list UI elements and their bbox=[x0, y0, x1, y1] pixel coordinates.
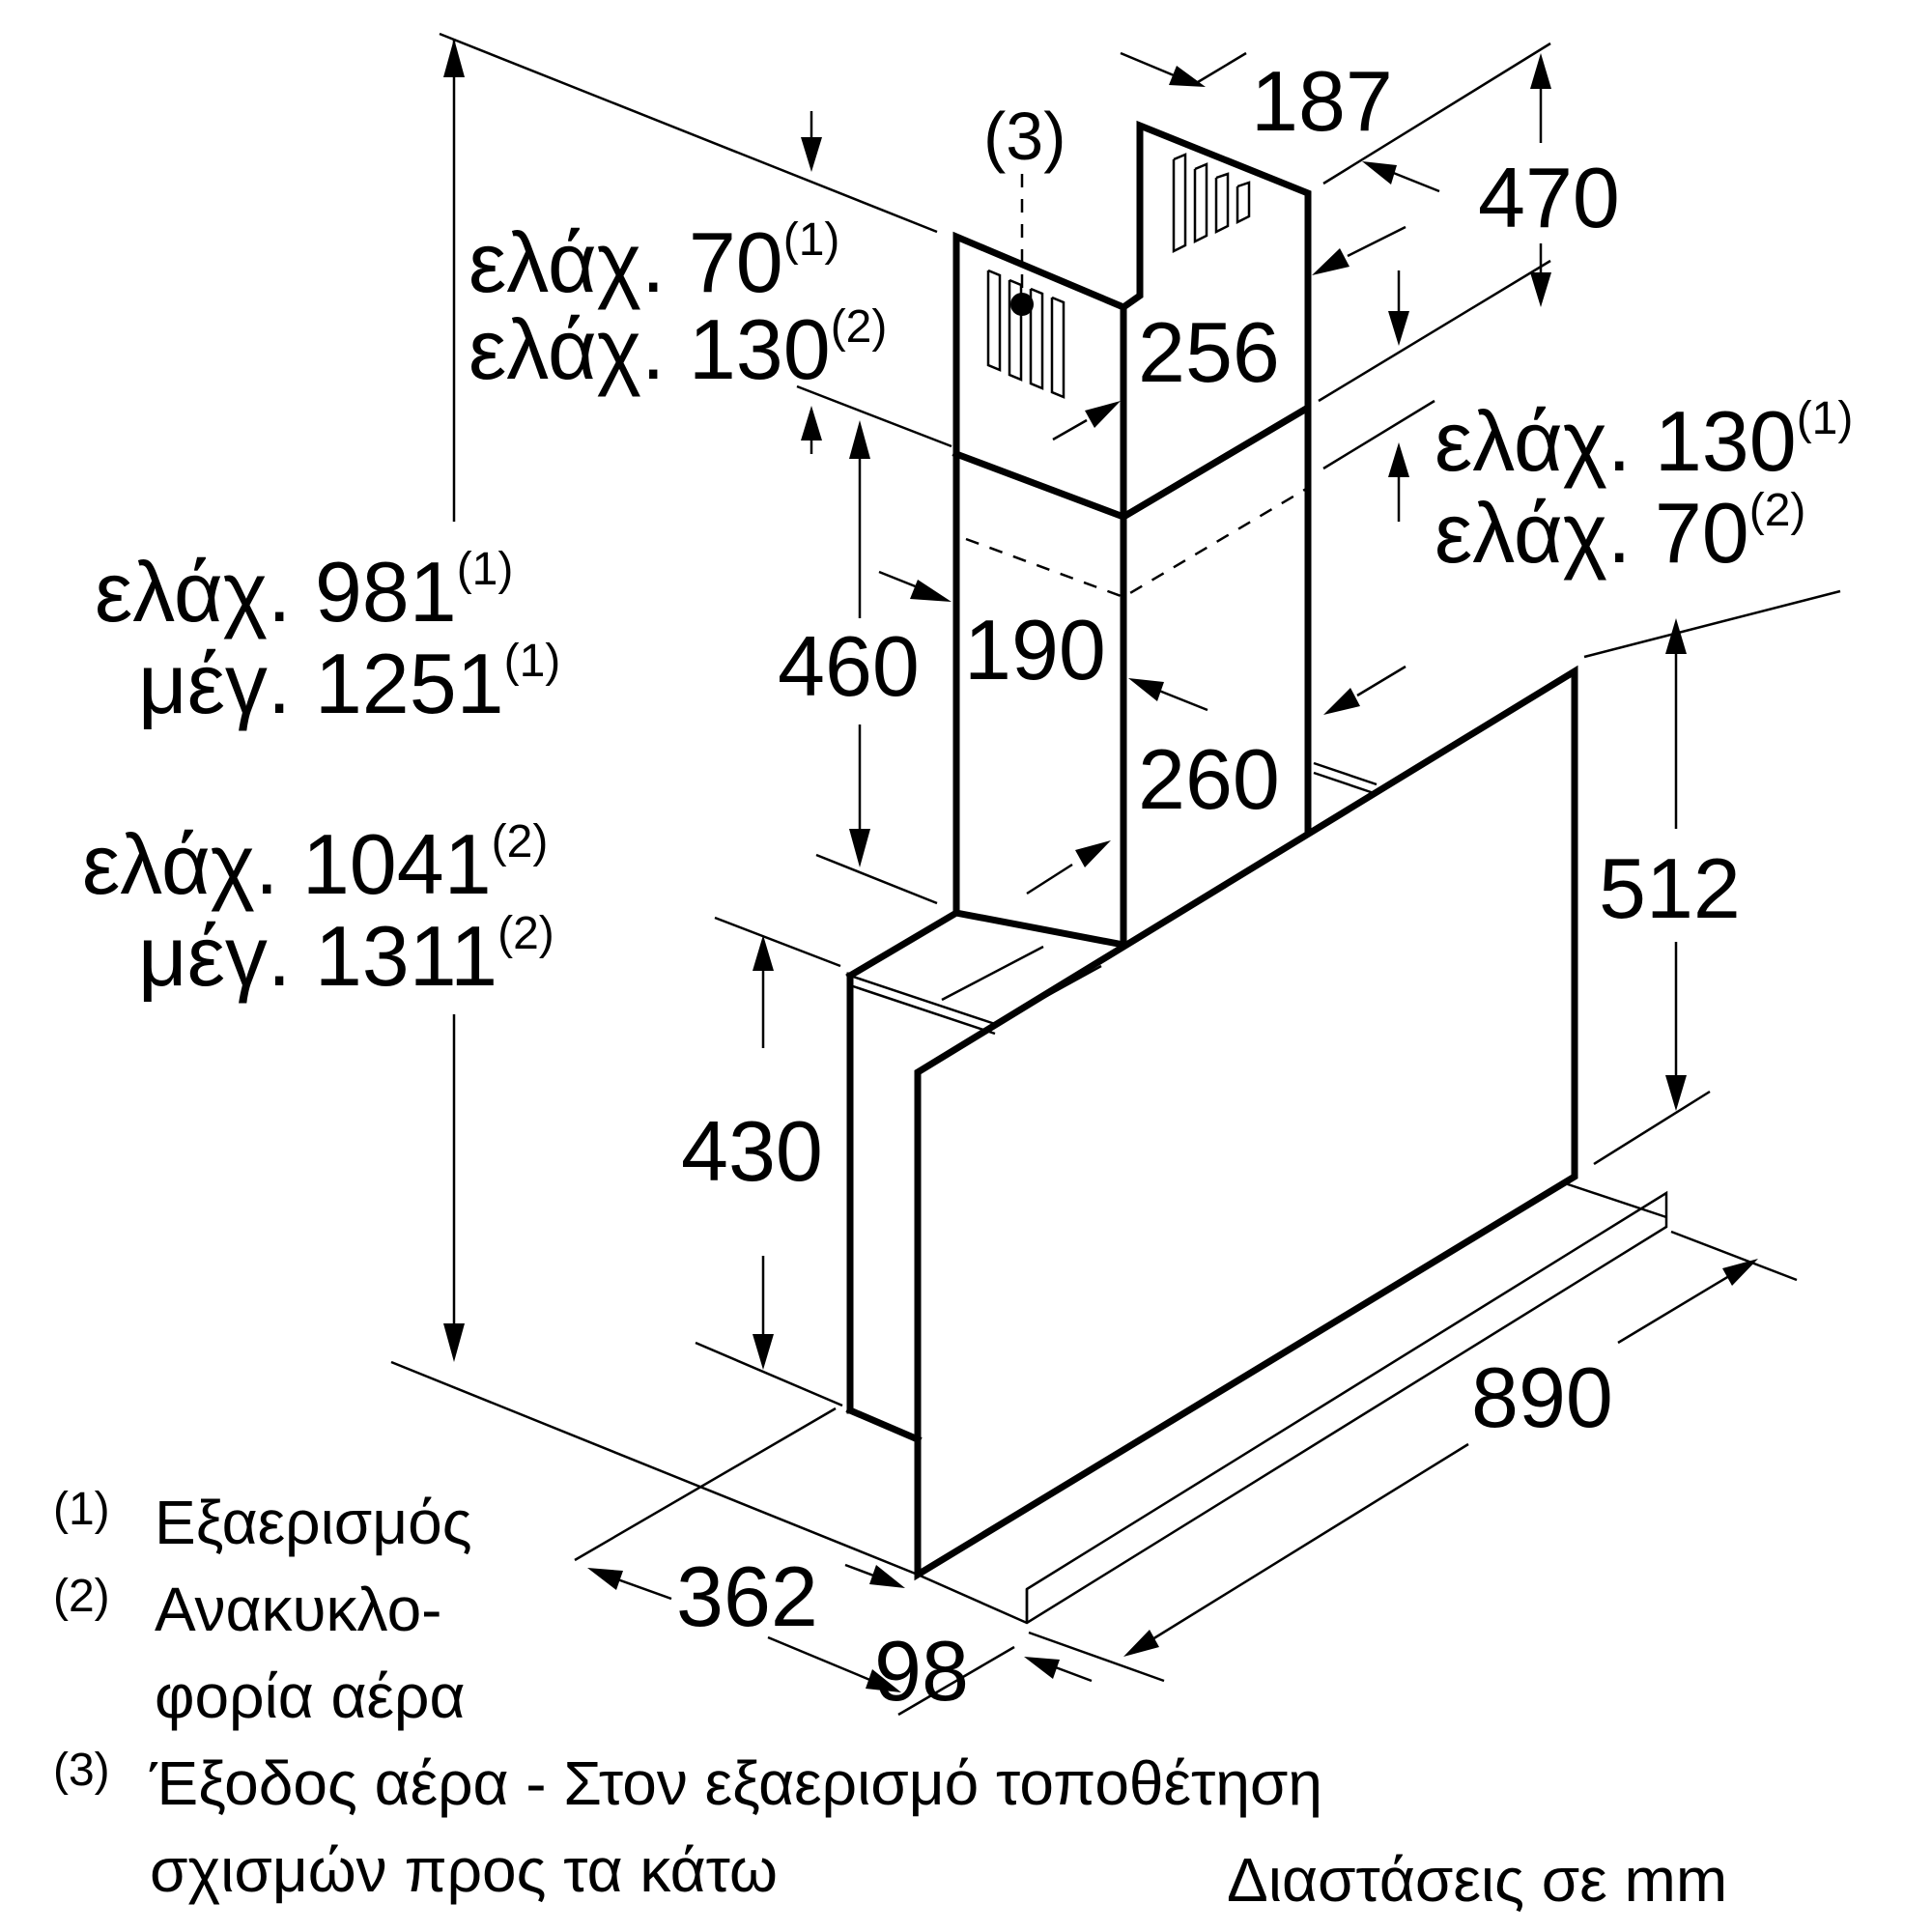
legend-item-3-num: (3) bbox=[53, 1745, 110, 1796]
right-clearance-line2: ελάχ. 70(2) bbox=[1435, 485, 1805, 581]
right-clearance-line1: ελάχ. 130(1) bbox=[1435, 393, 1853, 489]
hood-drawing bbox=[845, 120, 1668, 1625]
height-venting-line2: μέγ. 1251(1) bbox=[138, 636, 560, 731]
vent-slots-right bbox=[1172, 153, 1251, 254]
dim-98-label: 98 bbox=[874, 1623, 969, 1719]
legend-item-1-num: (1) bbox=[53, 1484, 110, 1535]
dim-256-label: 256 bbox=[1138, 304, 1280, 400]
dim-190-label: 190 bbox=[964, 602, 1106, 697]
dim-512-label: 512 bbox=[1599, 840, 1741, 936]
hood-back-box bbox=[845, 909, 1128, 980]
upper-chimney-left bbox=[952, 231, 1127, 521]
legend: (1) Εξαερισμός (2) Ανακυκλο- φορία αέρα … bbox=[53, 1484, 1727, 1915]
top-left-clearance-line1: ελάχ. 70(1) bbox=[469, 214, 839, 310]
overlap-hidden-line bbox=[965, 486, 1309, 599]
lower-chimney bbox=[952, 401, 1312, 835]
dim-460-label: 460 bbox=[778, 618, 920, 714]
legend-item-3-text-line2: σχισμών προς τα κάτω bbox=[150, 1835, 778, 1905]
dim-430-label: 430 bbox=[681, 1103, 823, 1199]
legend-item-2-num: (2) bbox=[53, 1571, 110, 1622]
dim-260-label: 260 bbox=[1138, 731, 1280, 827]
legend-item-3-text-line1: Έξοδος αέρα - Στον εξαερισμό τοποθέτηση bbox=[149, 1748, 1322, 1818]
callout-3-label: (3) bbox=[983, 99, 1066, 174]
legend-item-2-text-line2: φορία αέρα bbox=[155, 1662, 465, 1731]
units-note: Διαστάσεις σε mm bbox=[1227, 1845, 1727, 1915]
dim-187-label: 187 bbox=[1251, 53, 1393, 149]
vent-slots-left bbox=[986, 269, 1065, 399]
top-left-clearance-line2: ελάχ. 130(2) bbox=[469, 301, 887, 397]
dimension-labels: 187 470 256 460 190 260 512 430 890 362 … bbox=[82, 53, 1853, 1719]
height-recirc-line2: μέγ. 1311(2) bbox=[138, 908, 554, 1004]
height-recirc-line1: ελάχ. 1041(2) bbox=[82, 816, 548, 912]
dim-890-label: 890 bbox=[1471, 1350, 1613, 1445]
dim-362-label: 362 bbox=[676, 1548, 818, 1644]
height-venting-line1: ελάχ. 981(1) bbox=[95, 544, 513, 639]
legend-item-1-text: Εξαερισμός bbox=[155, 1488, 472, 1557]
dimension-lines bbox=[390, 32, 1841, 1717]
legend-item-2-text-line1: Ανακυκλο- bbox=[155, 1575, 441, 1644]
callout-3-dot bbox=[1010, 293, 1034, 316]
dim-470-label: 470 bbox=[1478, 150, 1620, 245]
